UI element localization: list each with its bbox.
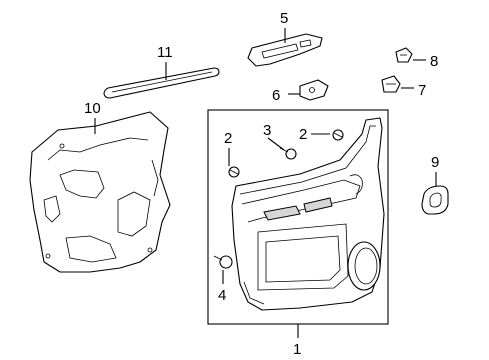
- belt-weatherstrip-part[interactable]: [103, 67, 220, 99]
- leader-line-3: [267, 137, 285, 151]
- callout-9: 9: [431, 154, 439, 171]
- handle-bracket-part[interactable]: [299, 79, 329, 101]
- callout-10: 10: [84, 100, 101, 117]
- screw-3-part[interactable]: [279, 147, 297, 160]
- push-pin-2b-part[interactable]: [332, 129, 344, 141]
- callout-11: 11: [157, 44, 173, 61]
- clip-8-part[interactable]: [395, 47, 413, 63]
- callout-6: 6: [272, 87, 280, 104]
- callout-2a: 2: [224, 130, 232, 147]
- callout-2b: 2: [299, 126, 307, 143]
- callout-7: 7: [418, 82, 426, 99]
- retainer-4-part[interactable]: [213, 255, 233, 269]
- callout-3: 3: [263, 122, 271, 139]
- window-switch-bezel-part[interactable]: [247, 33, 323, 67]
- door-trim-panel-part[interactable]: [231, 117, 385, 311]
- callout-5: 5: [280, 10, 288, 27]
- clip-7-part[interactable]: [381, 75, 401, 93]
- callout-8: 8: [430, 53, 438, 70]
- callout-1: 1: [293, 341, 301, 358]
- bezel-9-part[interactable]: [421, 185, 449, 215]
- callout-4: 4: [218, 287, 226, 304]
- water-deflector-part[interactable]: [29, 111, 171, 273]
- push-pin-2a-part[interactable]: [228, 166, 240, 178]
